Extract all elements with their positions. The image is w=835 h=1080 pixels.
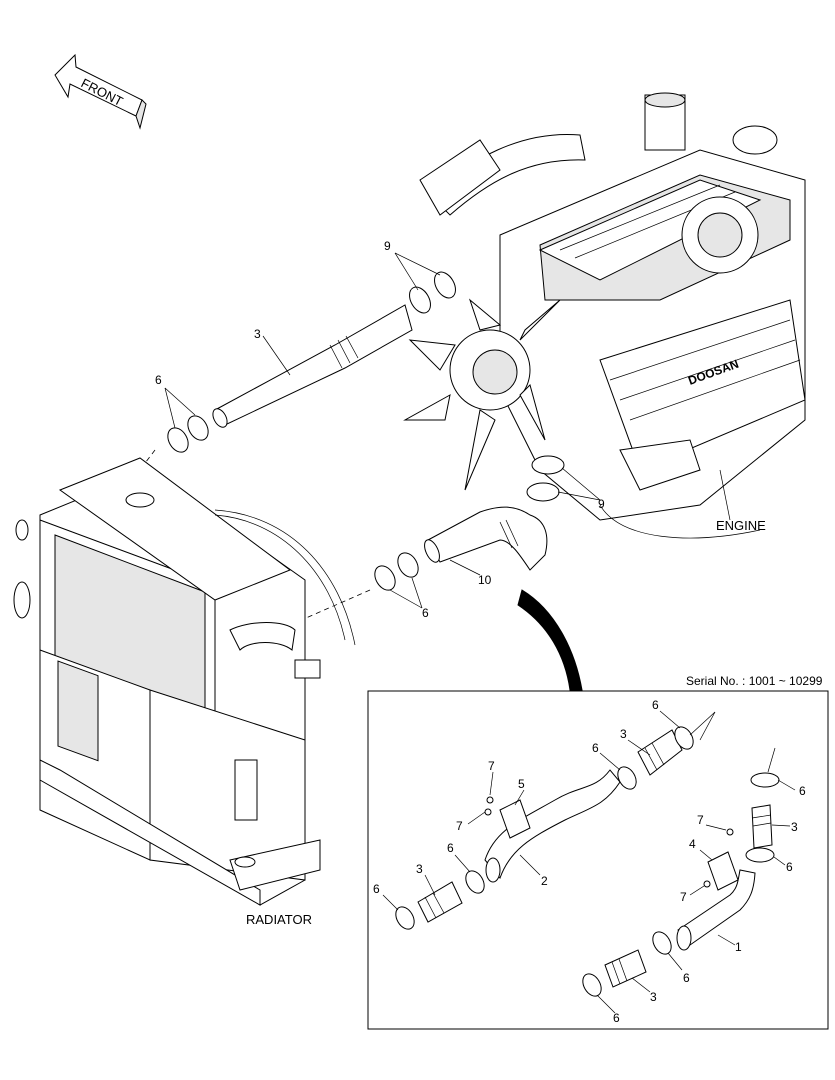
- engine-label: ENGINE: [716, 518, 766, 533]
- inset-callout-7b: 7: [456, 819, 463, 833]
- inset-hose-1: [676, 869, 756, 951]
- callout-3-upper: 3: [254, 327, 261, 341]
- inset-callout-5: 5: [518, 777, 525, 791]
- callout-6-lower: 6: [422, 606, 429, 620]
- callout-9-upper: 9: [384, 239, 391, 253]
- inset-callout-6d: 6: [373, 882, 380, 896]
- clamp-9a-icon: [409, 271, 456, 314]
- lower-hose-10: [424, 506, 548, 571]
- inset-callout-2: 2: [541, 874, 548, 888]
- inset-sleeve-3a: [637, 729, 683, 776]
- radiator-drawing: [13, 457, 356, 906]
- inset-callout-6f: 6: [786, 860, 793, 874]
- inset-callout-3d: 3: [650, 990, 657, 1004]
- inset-sleeve-3b: [417, 881, 463, 923]
- clamp-9b-icon: [526, 455, 565, 502]
- inset-callout-7c: 7: [697, 813, 704, 827]
- serial-label: Serial No. : 1001 ~ 10299: [686, 674, 823, 688]
- inset-callout-3c: 3: [791, 820, 798, 834]
- inset-bracket-5: [499, 799, 531, 839]
- inset-callout-6h: 6: [613, 1011, 620, 1025]
- inset-callout-4: 4: [689, 837, 696, 851]
- upper-hose: [212, 304, 413, 428]
- inset-callout-6g: 6: [683, 971, 690, 985]
- inset-callout-6a: 6: [652, 698, 659, 712]
- inset-callout-7a: 7: [488, 759, 495, 773]
- inset-callout-6c: 6: [447, 841, 454, 855]
- clamp-6b-icon: [374, 552, 419, 591]
- inset-callout-3b: 3: [416, 862, 423, 876]
- inset-leaders: [382, 710, 796, 1014]
- inset-sleeve-3c: [751, 804, 773, 849]
- inset-callout-3a: 3: [620, 727, 627, 741]
- inset-bracket-4: [707, 851, 739, 891]
- inset-bolts-icon: [484, 796, 734, 888]
- front-arrow-icon: FRONT: [54, 53, 147, 130]
- inset-callout-6e: 6: [799, 784, 806, 798]
- inset-callout-1: 1: [735, 940, 742, 954]
- engine-drawing: DOOSAN: [403, 92, 806, 539]
- inset-clamps-icon: [395, 726, 780, 997]
- callout-10: 10: [478, 573, 492, 587]
- inset-sleeve-3d: [604, 949, 647, 988]
- radiator-label: RADIATOR: [246, 912, 312, 927]
- inset-callout-6b: 6: [592, 741, 599, 755]
- callout-6-upper: 6: [155, 373, 162, 387]
- callout-9-lower: 9: [598, 497, 605, 511]
- clamp-6a-icon: [167, 415, 209, 453]
- inset-callout-7d: 7: [680, 890, 687, 904]
